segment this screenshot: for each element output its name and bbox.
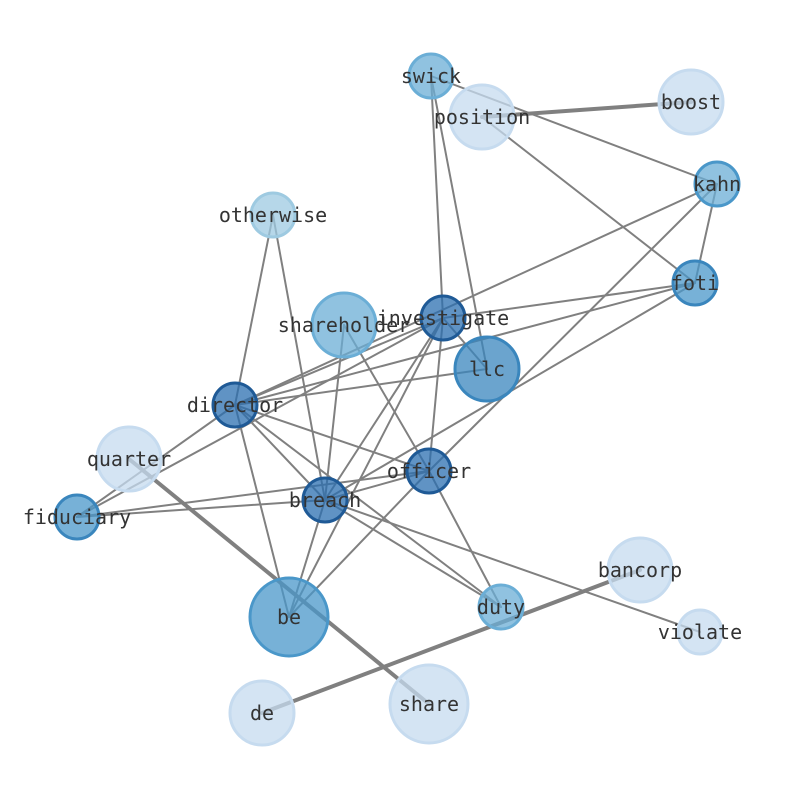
node-label-be: be <box>277 605 301 629</box>
node-label-otherwise: otherwise <box>219 203 327 227</box>
node-label-bancorp: bancorp <box>598 558 682 582</box>
node-label-share: share <box>399 692 459 716</box>
node-label-violate: violate <box>658 620 742 644</box>
node-label-shareholder: shareholder <box>278 313 410 337</box>
node-label-boost: boost <box>661 90 721 114</box>
node-quarter <box>95 425 163 493</box>
node-swick <box>407 52 455 100</box>
node-llc <box>453 335 521 403</box>
node-label-breach: breach <box>289 488 361 512</box>
edge-layer <box>76 75 718 715</box>
edge-investigate-be <box>288 317 444 618</box>
node-label-quarter: quarter <box>87 447 171 471</box>
node-investigate <box>419 294 467 342</box>
node-be <box>248 576 330 658</box>
node-layer <box>53 52 741 747</box>
node-label-llc: llc <box>469 357 505 381</box>
node-label-investigate: investigate <box>377 306 509 330</box>
node-breach <box>301 476 349 524</box>
node-position <box>448 83 516 151</box>
label-layer: swick boost position kahn otherwise foti inves… <box>23 64 742 725</box>
node-officer <box>405 447 453 495</box>
edge-kahn-officer <box>428 183 718 472</box>
edge-officer-duty <box>428 470 502 608</box>
node-label-officer: officer <box>387 459 471 483</box>
node-label-swick: swick <box>401 64 461 88</box>
edge-llc-director <box>234 368 488 406</box>
node-label-foti: foti <box>671 271 719 295</box>
node-shareholder <box>310 291 378 359</box>
node-foti <box>671 259 719 307</box>
edge-swick-investigate <box>430 75 444 319</box>
edge-breach-fiduciary <box>76 499 326 518</box>
node-otherwise <box>249 191 297 239</box>
node-de <box>228 679 296 747</box>
edge-foti-investigate <box>442 282 696 319</box>
edge-investigate-director <box>234 317 444 406</box>
node-duty <box>477 583 525 631</box>
node-label-duty: duty <box>477 595 525 619</box>
edge-otherwise-breach <box>272 214 326 501</box>
edge-investigate-officer <box>428 317 444 472</box>
edge-breach-violate <box>324 499 701 633</box>
edge-director-officer <box>234 404 430 472</box>
node-label-director: director <box>187 393 283 417</box>
node-boost <box>657 68 725 136</box>
edge-breach-duty <box>324 499 502 608</box>
edge-position-foti <box>481 116 696 284</box>
node-share <box>388 663 470 745</box>
node-bancorp <box>606 536 674 604</box>
node-kahn <box>693 160 741 208</box>
edge-de-bancorp <box>260 568 642 715</box>
node-label-de: de <box>250 701 274 725</box>
node-fiduciary <box>53 493 101 541</box>
node-label-position: position <box>434 105 530 129</box>
node-label-kahn: kahn <box>693 172 741 196</box>
node-label-fiduciary: fiduciary <box>23 505 131 529</box>
edge-kahn-director <box>234 183 718 406</box>
edge-investigate-breach <box>324 317 444 501</box>
node-violate <box>676 608 724 656</box>
edge-otherwise-director <box>234 214 274 406</box>
node-director <box>211 381 259 429</box>
edge-officer-fiduciary <box>76 470 430 518</box>
edge-director-duty <box>234 404 502 608</box>
edge-position-boost <box>480 100 693 119</box>
edge-swick-llc <box>430 75 488 370</box>
